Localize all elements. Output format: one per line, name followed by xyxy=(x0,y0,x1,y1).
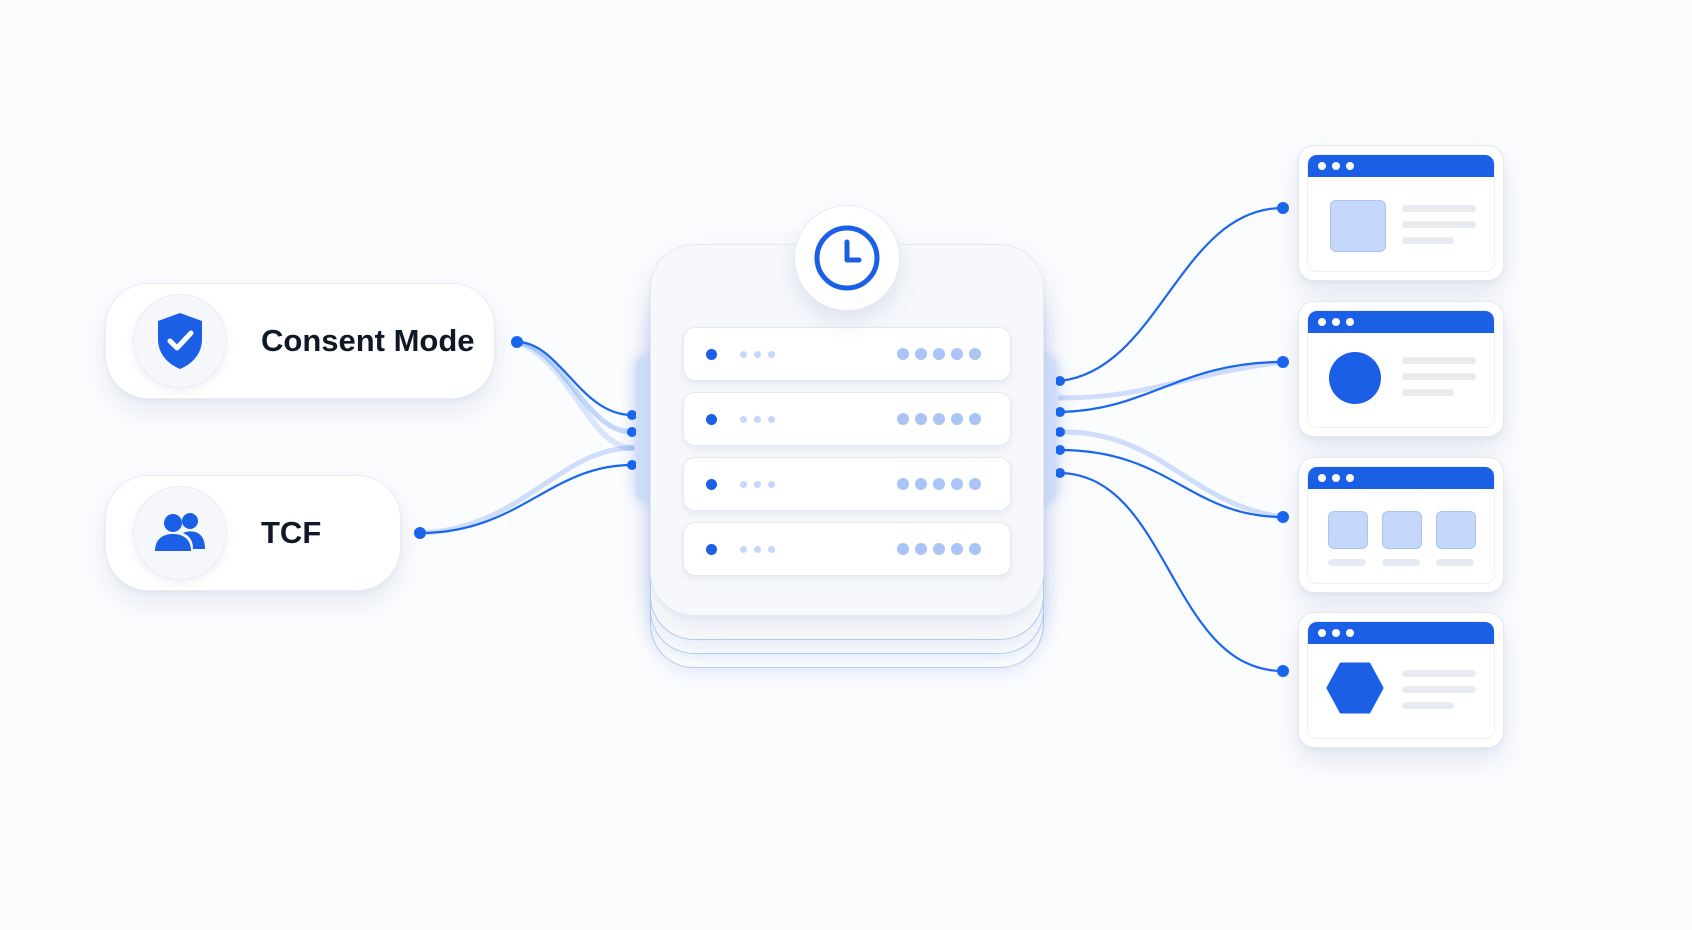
circle-icon xyxy=(1329,352,1381,404)
window-title-bar xyxy=(1308,467,1494,489)
window-title-bar xyxy=(1308,155,1494,177)
destination-window-3 xyxy=(1298,457,1504,593)
hub-row xyxy=(683,327,1011,381)
hexagon-icon xyxy=(1326,662,1384,714)
window-title-bar xyxy=(1308,311,1494,333)
node-hub-right-3 xyxy=(1055,427,1065,437)
wire-tcf-faint xyxy=(417,445,635,536)
node-consent-mode xyxy=(511,336,523,348)
destination-window-2 xyxy=(1298,301,1504,437)
consent-mode-pill: Consent Mode xyxy=(105,283,495,399)
row-status-dot xyxy=(706,544,717,555)
node-hub-left-3 xyxy=(627,460,637,470)
wire-tcf xyxy=(418,463,634,535)
destination-window-1 xyxy=(1298,145,1504,281)
shield-check-icon xyxy=(133,294,227,388)
row-status-dot xyxy=(706,414,717,425)
wire-dest-1 xyxy=(1058,206,1285,383)
wire-consent-mode-faint xyxy=(514,339,635,435)
wire-dest-faint-2 xyxy=(1057,359,1286,401)
wire-consent-mode-faint-2 xyxy=(514,339,635,451)
hub-row xyxy=(683,522,1011,576)
wire-dest-2 xyxy=(1058,360,1285,414)
wire-dest-3 xyxy=(1058,448,1285,519)
consent-mode-label: Consent Mode xyxy=(261,323,475,358)
hub-row xyxy=(683,392,1011,446)
wire-dest-4 xyxy=(1058,471,1285,673)
destination-window-4 xyxy=(1298,612,1504,748)
row-status-dot xyxy=(706,349,717,360)
node-hub-right-2 xyxy=(1055,407,1065,417)
node-hub-left-2 xyxy=(627,427,637,437)
tcf-label: TCF xyxy=(261,515,322,550)
node-dest-1 xyxy=(1277,202,1289,214)
node-tcf xyxy=(414,527,426,539)
wire-consent-mode xyxy=(515,340,634,417)
node-hub-right-4 xyxy=(1055,445,1065,455)
window-title-bar xyxy=(1308,622,1494,644)
wire-dest-faint-1 xyxy=(1057,429,1286,520)
tcf-pill: TCF xyxy=(105,475,401,591)
image-placeholder-icon xyxy=(1330,200,1386,252)
node-dest-2 xyxy=(1277,356,1289,368)
hub-row xyxy=(683,457,1011,511)
node-dest-3 xyxy=(1277,511,1289,523)
node-hub-right-1 xyxy=(1055,376,1065,386)
node-hub-right-5 xyxy=(1055,468,1065,478)
node-dest-4 xyxy=(1277,665,1289,677)
clock-icon xyxy=(794,205,900,311)
row-status-dot xyxy=(706,479,717,490)
users-icon xyxy=(133,486,227,580)
node-hub-left-1 xyxy=(627,410,637,420)
